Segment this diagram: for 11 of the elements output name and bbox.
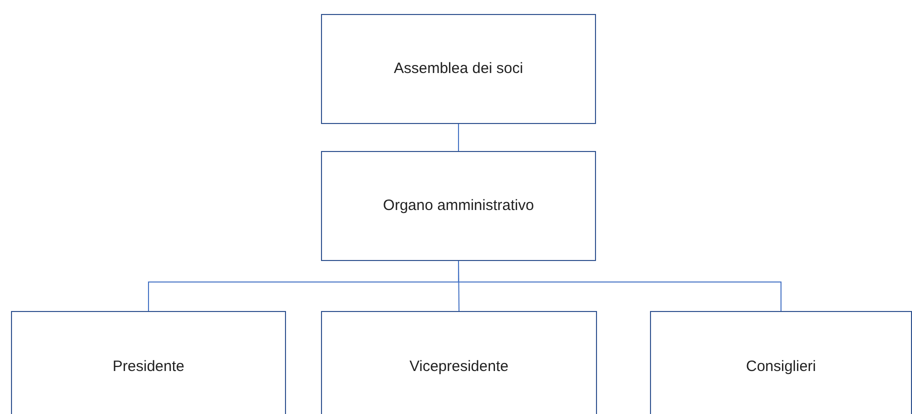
org-box: [321, 151, 596, 261]
box-label: Organo amministrativo: [383, 196, 534, 216]
org-box: [650, 311, 912, 414]
org-box: [321, 14, 596, 124]
box-label: Consiglieri: [746, 356, 816, 377]
connector-line: [458, 124, 459, 152]
box-label: Vicepresidente: [410, 356, 508, 377]
org-box: [321, 311, 597, 414]
box-label: Presidente: [112, 356, 184, 377]
box-label: Assemblea dei soci: [394, 58, 524, 79]
org-box: [11, 311, 286, 414]
